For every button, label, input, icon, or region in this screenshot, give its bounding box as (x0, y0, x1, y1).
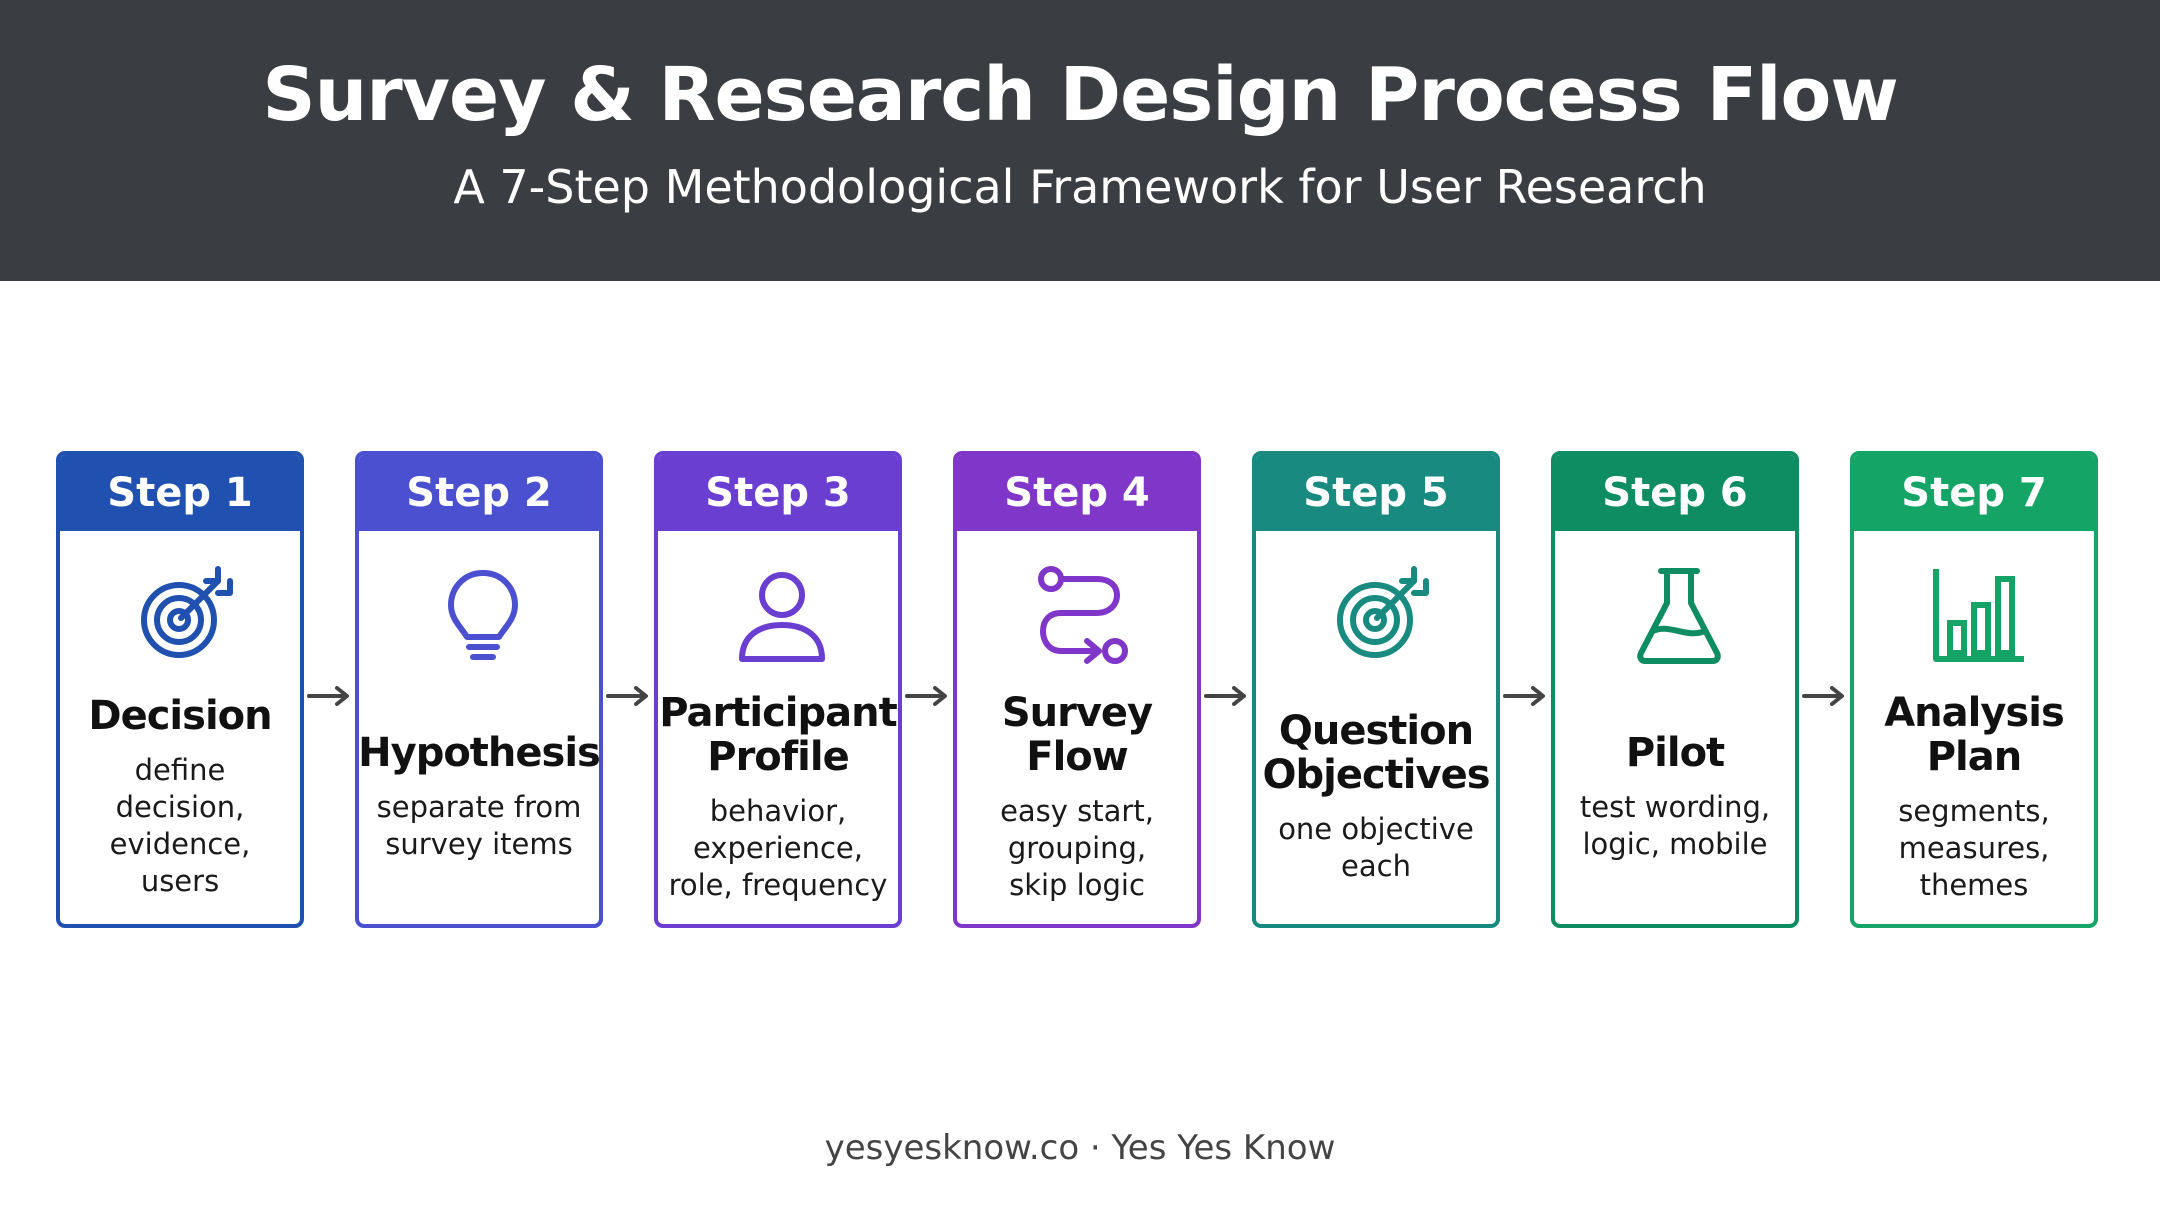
flow-arrow-icon (1204, 684, 1248, 708)
step-title: Analysis Plan (1884, 689, 2065, 780)
step-text: Participant Profile behavior, experience,… (659, 680, 897, 914)
lightbulb-icon (433, 565, 533, 665)
step-label: Step 5 (1256, 455, 1496, 531)
step-description: test wording, logic, mobile (1579, 790, 1771, 861)
step-card-3: Step 3 Participant Profile behavior, exper… (654, 451, 902, 928)
step-label: Step 3 (658, 455, 898, 531)
step-card-7: Step 7 Analysis Plan segments, measures, t… (1850, 451, 2098, 928)
header-banner: Survey & Research Design Process Flow A … (0, 0, 2160, 281)
step-title: Participant Profile (659, 689, 897, 780)
step-label: Step 2 (359, 455, 599, 531)
step-title: Hypothesis (358, 730, 600, 776)
flow-arrow-icon (307, 684, 351, 708)
flow-path-icon (1031, 565, 1131, 665)
target-icon (1330, 565, 1430, 665)
step-description: define decision, evidence, users (109, 753, 251, 898)
step-text: Question Objectives one objective each (1262, 680, 1490, 914)
step-text: Decision define decision, evidence, users (68, 680, 292, 914)
step-text: Analysis Plan segments, measures, themes (1862, 680, 2086, 914)
step-title: Decision (88, 693, 272, 739)
step-description: behavior, experience, role, frequency (668, 793, 888, 902)
step-title: Question Objectives (1262, 708, 1490, 798)
step-label: Step 6 (1555, 455, 1795, 531)
step-description: one objective each (1278, 812, 1474, 883)
step-description: separate from survey items (376, 790, 582, 861)
step-title: Survey Flow (1001, 689, 1153, 780)
bar-chart-icon (1928, 565, 2028, 665)
step-label: Step 7 (1854, 455, 2094, 531)
page-title: Survey & Research Design Process Flow (262, 52, 1898, 138)
flow-arrow-icon (905, 684, 949, 708)
footer-credit: yesyesknow.co · Yes Yes Know (824, 1128, 1336, 1168)
flow-arrow-icon (606, 684, 650, 708)
step-label: Step 1 (60, 455, 300, 531)
step-card-6: Step 6 Pilot test wording, logic, mobile (1551, 451, 1799, 928)
user-icon (732, 565, 832, 665)
step-text: Pilot test wording, logic, mobile (1563, 680, 1787, 914)
step-title: Pilot (1625, 730, 1725, 776)
flask-icon (1629, 565, 1729, 665)
page-subtitle: A 7-Step Methodological Framework for Us… (453, 160, 1707, 214)
step-description: segments, measures, themes (1898, 793, 2050, 902)
flow-arrow-icon (1802, 684, 1846, 708)
step-card-5: Step 5 Question Objectives one objective e… (1252, 451, 1500, 928)
step-text: Survey Flow easy start, grouping, skip lo… (965, 680, 1189, 914)
step-text: Hypothesis separate from survey items (359, 680, 599, 914)
step-description: easy start, grouping, skip logic (1000, 793, 1154, 902)
target-icon (134, 565, 234, 665)
flow-arrow-icon (1503, 684, 1547, 708)
step-label: Step 4 (957, 455, 1197, 531)
step-card-2: Step 2 Hypothesis separate from survey ite… (355, 451, 603, 928)
step-card-1: Step 1 Decision define decision, evidence,… (56, 451, 304, 928)
step-card-4: Step 4 Survey Flow easy start, grouping, s… (953, 451, 1201, 928)
